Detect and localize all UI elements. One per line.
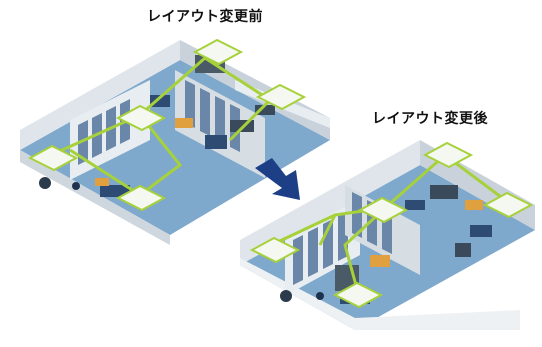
wall-back-left-after [240, 140, 420, 265]
transition-arrow-icon [255, 158, 300, 200]
agv-pads-before [27, 38, 307, 212]
factory-before [20, 38, 330, 245]
floor-base-after [240, 258, 520, 330]
agv-pads-after [249, 141, 534, 309]
wall-back-left-before [20, 40, 180, 150]
floor-before [20, 60, 330, 235]
factory-after [240, 140, 535, 330]
partition-a-after-windows [293, 211, 348, 285]
label-after-layout: レイアウト変更後 [372, 111, 488, 127]
wall-front-left-before [20, 150, 170, 245]
label-before-layout: レイアウト変更前 [147, 9, 263, 25]
